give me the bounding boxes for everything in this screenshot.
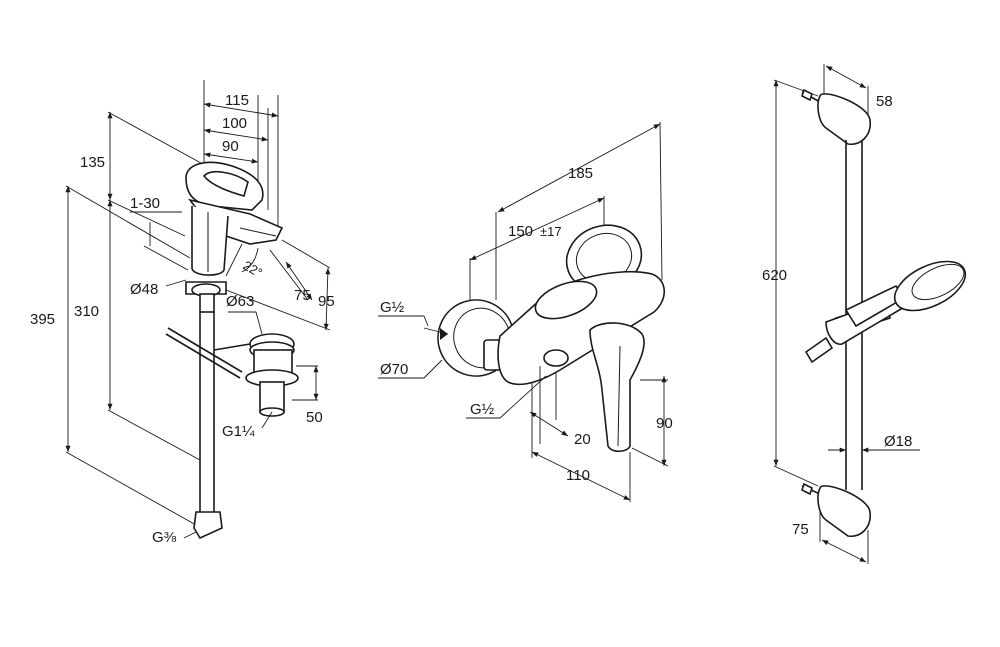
- dim-150: 150: [508, 223, 533, 240]
- dim-95: 95: [318, 293, 335, 310]
- dim-75: 75: [294, 287, 311, 304]
- dim-1-30: 1-30: [130, 195, 160, 212]
- dim-620: 620: [762, 267, 787, 284]
- dim-90: 90: [656, 415, 673, 432]
- dim-90: 90: [222, 138, 239, 155]
- dim-110: 110: [566, 467, 590, 484]
- dim-58: 58: [876, 93, 893, 110]
- dim-395: 395: [30, 311, 55, 328]
- dim-diameter-18: Ø18: [884, 433, 912, 450]
- dim-22-degrees: 22°: [241, 258, 266, 281]
- dim-diameter-70: Ø70: [380, 361, 408, 378]
- dim-20: 20: [574, 431, 591, 448]
- shower-rail-drawing: 58 620 Ø18 75: [762, 64, 967, 564]
- thread-g3-8: G⅜: [152, 529, 177, 546]
- thread-g1-2-outlet: G½: [470, 401, 495, 418]
- dim-75: 75: [792, 521, 809, 538]
- dim-135: 135: [80, 154, 105, 171]
- shower-mixer-drawing: 185 150 ±17 G½ Ø70 G½ 20 90 110: [378, 121, 673, 502]
- dim-diameter-63: Ø63: [226, 293, 254, 310]
- dim-185: 185: [568, 165, 593, 182]
- dim-310: 310: [74, 303, 99, 320]
- thread-g1-1-4: G1¼: [222, 423, 255, 440]
- dim-150-tolerance: ±17: [540, 224, 562, 239]
- dim-115: 115: [225, 92, 249, 109]
- dim-diameter-48: Ø48: [130, 281, 158, 298]
- dim-100: 100: [222, 115, 247, 132]
- basin-mixer-drawing: 115 100 90 135 1-30 22° Ø48 Ø63 75 95 39…: [30, 80, 335, 546]
- thread-g1-2-inlet: G½: [380, 299, 405, 316]
- dim-50: 50: [306, 409, 323, 426]
